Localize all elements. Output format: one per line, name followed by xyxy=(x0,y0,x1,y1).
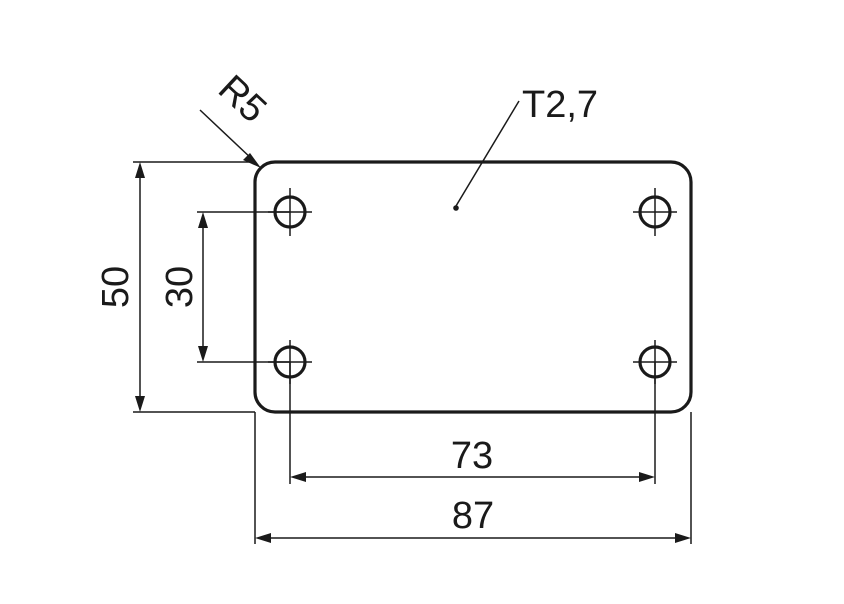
height-outer-label: 50 xyxy=(95,266,137,308)
height-holes-label: 30 xyxy=(159,266,201,308)
plate-outline xyxy=(253,160,693,414)
mounting-holes xyxy=(273,195,672,379)
corner-radius-label: R5 xyxy=(210,67,274,131)
dimension-height-outer: 50 xyxy=(95,161,255,413)
width-holes-label: 73 xyxy=(451,435,493,477)
thickness-leader: T2,7 xyxy=(453,84,598,211)
thickness-label: T2,7 xyxy=(522,84,598,126)
dimension-height-holes: 30 xyxy=(159,211,290,363)
dimension-width-holes: 73 xyxy=(289,362,656,484)
dimension-width-outer: 87 xyxy=(254,412,692,544)
width-outer-label: 87 xyxy=(452,495,494,537)
hole-center-lines xyxy=(268,188,677,384)
corner-radius-leader: R5 xyxy=(199,67,274,168)
